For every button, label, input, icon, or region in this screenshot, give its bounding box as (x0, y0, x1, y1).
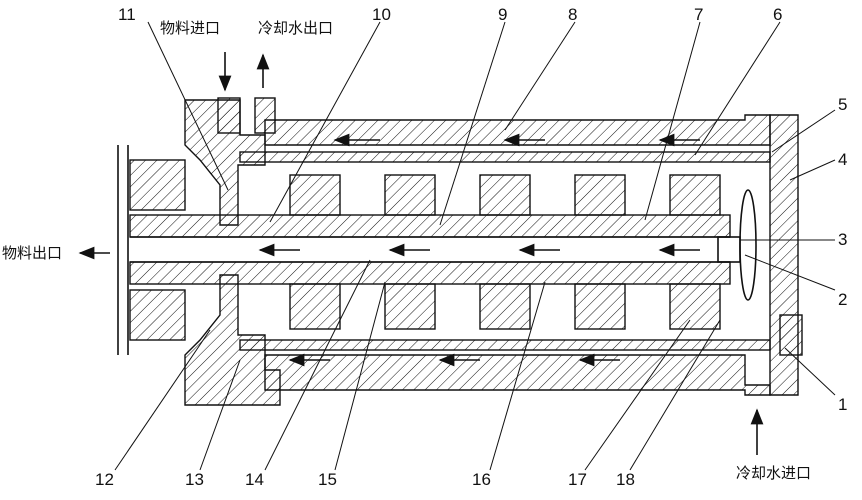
part-number-12: 12 (95, 470, 114, 489)
label-material-outlet: 物料出口 (2, 244, 62, 262)
part-number-10: 10 (372, 5, 391, 24)
part-number-1: 1 (838, 395, 847, 414)
label-cooling-water-outlet: 冷却水出口 (258, 19, 333, 37)
label-cooling-water-inlet: 冷却水进口 (736, 464, 811, 482)
flow-arrows (78, 52, 764, 455)
part-number-15: 15 (318, 470, 337, 489)
part-number-3: 3 (838, 230, 847, 249)
part-number-4: 4 (838, 150, 847, 169)
part-number-18: 18 (616, 470, 635, 489)
left-frame-lines (117, 145, 129, 355)
label-material-inlet: 物料进口 (160, 19, 220, 37)
left-end-flange (129, 99, 281, 406)
hollow-shaft (129, 214, 741, 285)
part-number-8: 8 (568, 5, 577, 24)
part-number-16: 16 (472, 470, 491, 489)
part-number-14: 14 (245, 470, 264, 489)
part-number-17: 17 (568, 470, 587, 489)
part-number-7: 7 (694, 5, 703, 24)
part-number-6: 6 (773, 5, 782, 24)
part-number-9: 9 (498, 5, 507, 24)
part-number-2: 2 (838, 290, 847, 309)
part-number-5: 5 (838, 95, 847, 114)
material-inlet-nozzle (217, 97, 241, 134)
leader-lines (114, 21, 836, 471)
right-end-plate (769, 114, 803, 396)
rotor-disks (289, 174, 721, 330)
part-number-13: 13 (185, 470, 204, 489)
part-number-11: 11 (118, 5, 136, 24)
